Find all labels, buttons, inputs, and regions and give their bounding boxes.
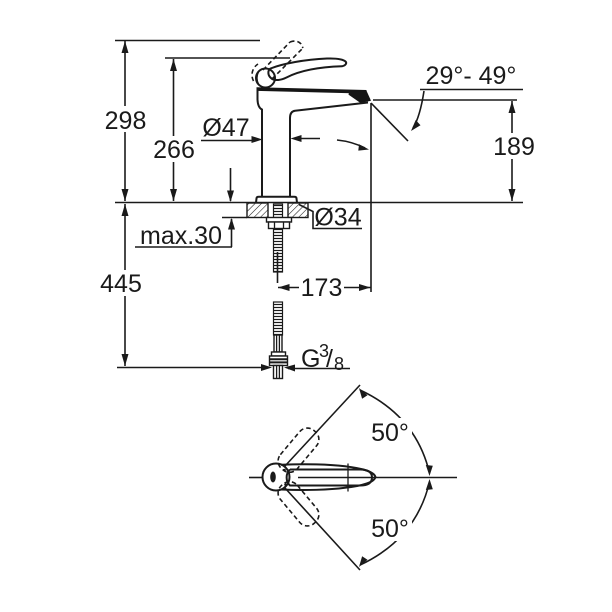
faucet-side-view — [246, 40, 371, 380]
pivot-slot — [270, 471, 276, 483]
label-thread-g: G — [301, 345, 320, 373]
lever-handle — [255, 57, 348, 89]
faucet-plan-view: 50° 50° — [249, 384, 457, 571]
threaded-rod — [272, 203, 284, 273]
dimension-spout-projection: 173 — [278, 274, 371, 302]
label-thread-numerator: 3 — [319, 341, 329, 361]
dimension-spout-angle: 29°- 49° — [336, 62, 517, 151]
deck-cross-section — [246, 202, 309, 219]
label-189: 189 — [493, 133, 535, 161]
escutcheon — [255, 195, 298, 203]
dimension-height-to-lever: 266 — [152, 59, 196, 201]
handle-pivot — [261, 462, 291, 492]
label-298: 298 — [105, 107, 147, 135]
spout-outlet — [348, 90, 371, 103]
handle-plan-inner — [285, 468, 374, 487]
label-thread-denominator: 8 — [334, 354, 344, 374]
label-swivel-lower: 50° — [371, 515, 409, 543]
label-173: 173 — [301, 274, 343, 302]
label-thread-slash: / — [326, 345, 333, 373]
handle-plan-outline — [280, 463, 377, 491]
dimension-spout-outlet-height: 189 — [493, 101, 535, 201]
body-outline-right — [289, 101, 369, 197]
label-swivel-upper: 50° — [371, 419, 409, 447]
dimension-body-diameter: Ø47 — [201, 114, 320, 143]
body-outline-left — [256, 88, 263, 197]
mounting-nut — [265, 216, 293, 230]
label-445: 445 — [100, 270, 142, 298]
dimension-total-height-hose: 445 — [96, 204, 145, 366]
reference-lines — [115, 39, 523, 370]
label-max30: max.30 — [140, 222, 222, 250]
dimension-mounting-thickness: max.30 — [135, 168, 235, 250]
hose-fitting — [268, 351, 289, 380]
dimension-thread-size: G 3 / 8 — [261, 341, 344, 374]
label-dia34: Ø34 — [314, 204, 361, 232]
flex-hose-braided — [272, 301, 284, 336]
handle-rotated-down-outline — [277, 480, 320, 527]
label-266: 266 — [153, 136, 195, 164]
dimension-height-overall: 298 — [104, 41, 147, 201]
handle-rotated-up-outline — [277, 427, 320, 474]
lever-raised-outline — [251, 40, 304, 82]
flex-hose-tube — [273, 334, 283, 353]
label-dia47: Ø47 — [202, 114, 249, 142]
spout-top-surface — [256, 87, 367, 94]
label-29-49: 29°- 49° — [426, 62, 517, 90]
